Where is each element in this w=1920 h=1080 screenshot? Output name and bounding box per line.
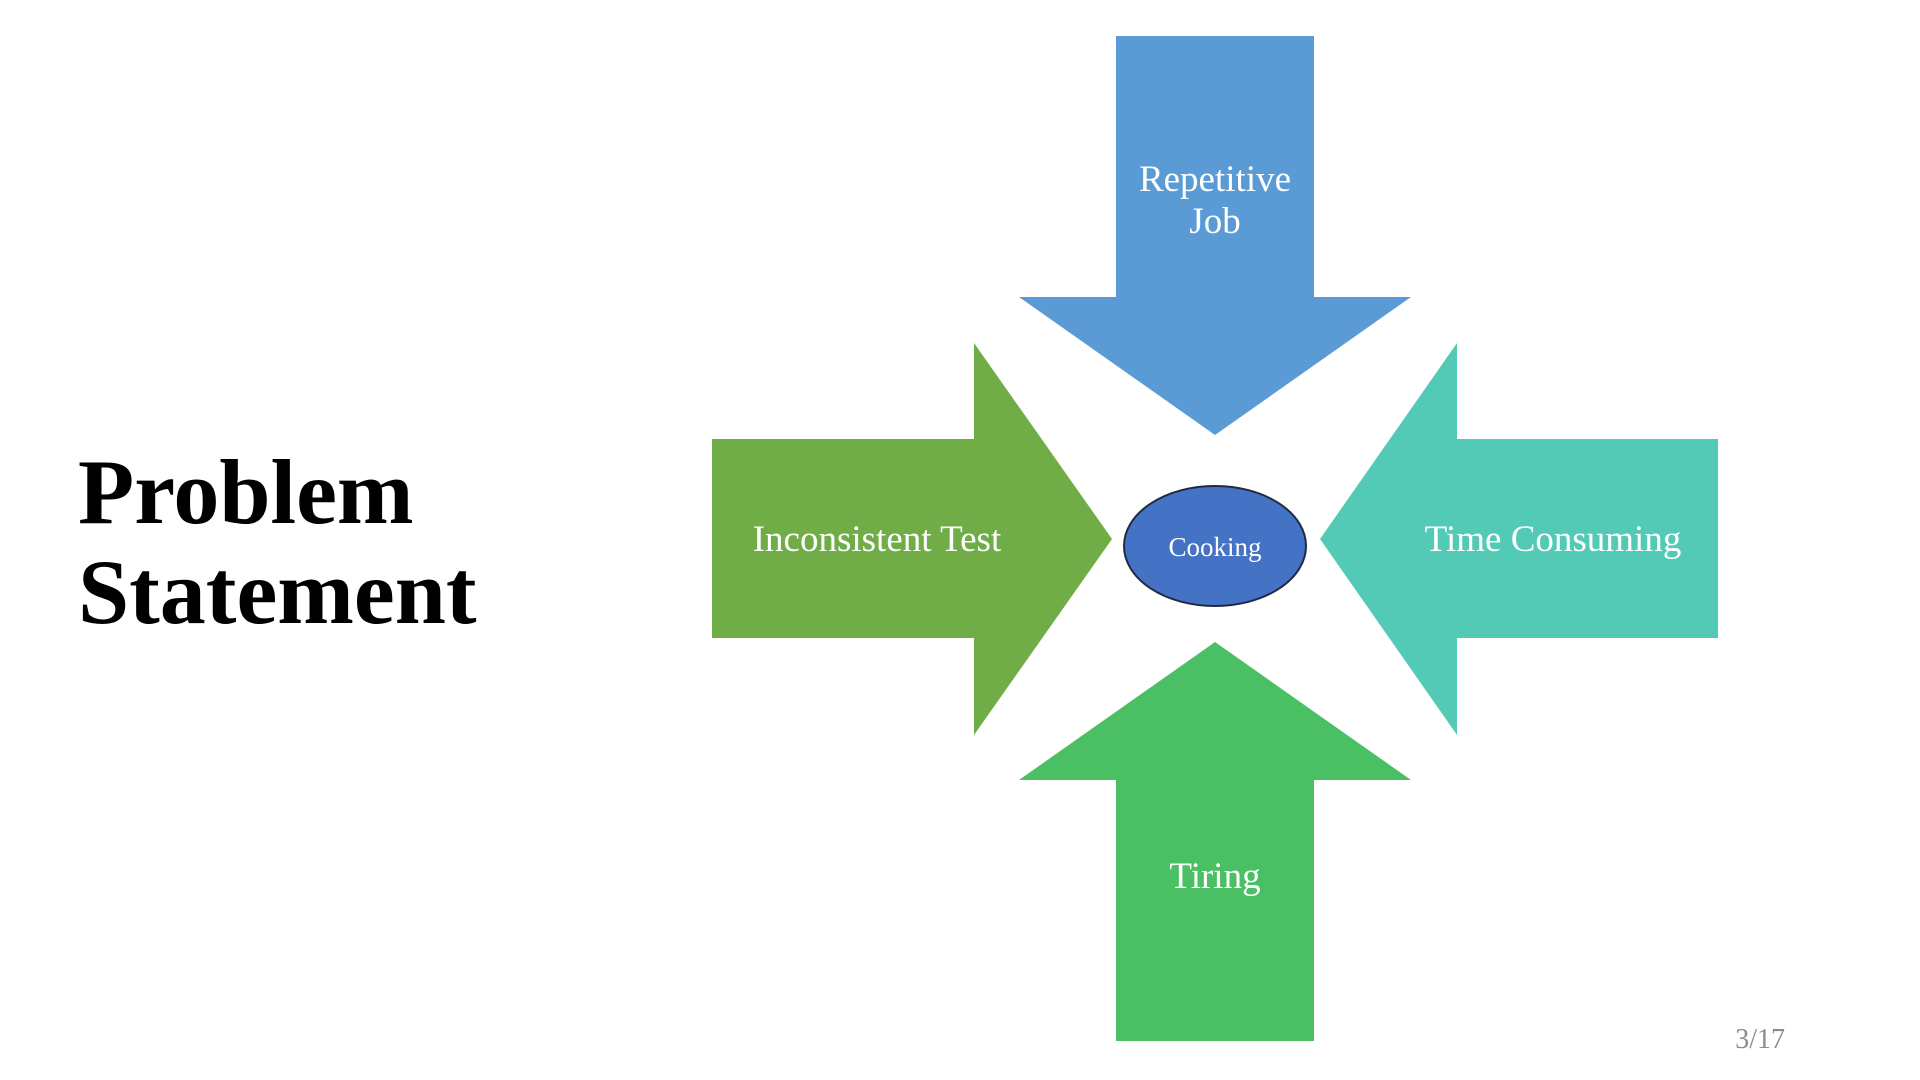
arrow-bottom-shape (1019, 642, 1411, 1041)
slide-title-line-1: Problem (78, 441, 414, 543)
arrow-right: Time Consuming (1320, 343, 1718, 735)
center-label: Cooking (1168, 532, 1261, 562)
arrow-left-label: Inconsistent Test (753, 519, 1002, 560)
arrow-left-shape (712, 343, 1112, 735)
arrow-top-shape (1019, 36, 1411, 435)
arrow-right-label: Time Consuming (1425, 519, 1682, 560)
arrow-top-label-line-2: Job (1189, 201, 1240, 242)
arrow-top: Repetitive Job (1019, 36, 1411, 435)
slide-title: Problem Statement (78, 442, 477, 642)
slide-title-line-2: Statement (78, 541, 477, 643)
center-node: Cooking (1123, 485, 1307, 607)
arrow-right-shape (1320, 343, 1718, 735)
arrow-left: Inconsistent Test (712, 343, 1112, 735)
arrow-bottom-label: Tiring (1169, 856, 1260, 897)
center-ellipse (1123, 485, 1307, 607)
arrow-bottom: Tiring (1019, 642, 1411, 1041)
page-number: 3/17 (1735, 1024, 1785, 1055)
arrow-top-label-line-1: Repetitive (1139, 159, 1291, 200)
